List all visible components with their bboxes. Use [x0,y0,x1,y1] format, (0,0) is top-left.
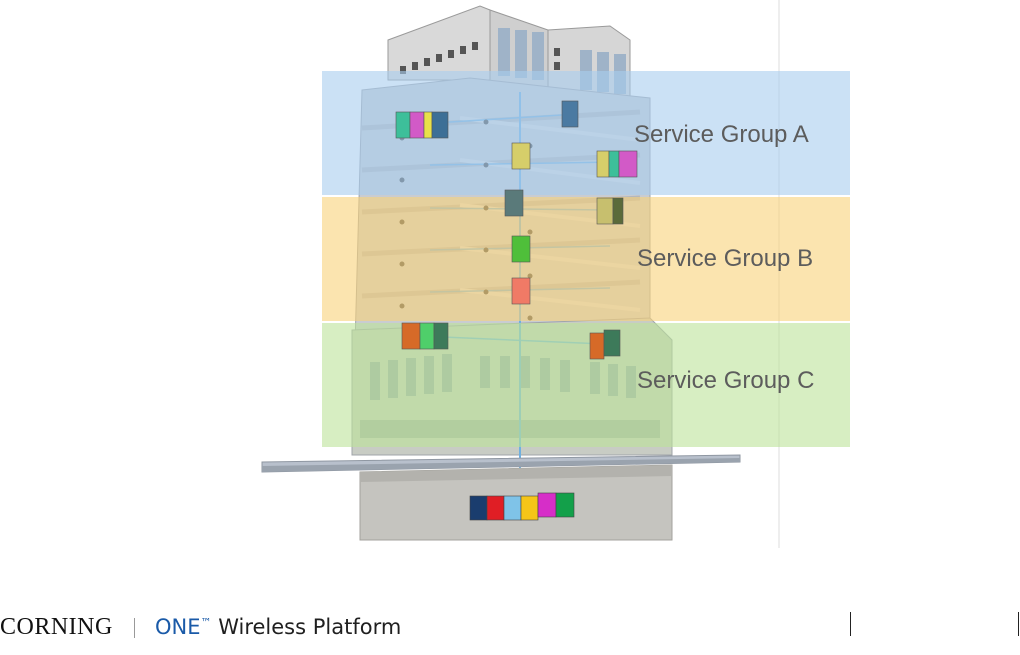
logo-divider [134,618,135,638]
footer: CORNING ONE™ Wireless Platform [0,600,1020,655]
head-end-equipment [470,493,574,520]
product-rest: Wireless Platform [212,615,402,639]
footer-divider-right [1018,612,1019,636]
product-name: ONE™ Wireless Platform [155,615,401,639]
corning-logo: CORNING [0,614,113,641]
footer-divider-left [850,612,851,636]
label-service-group-c: Service Group C [637,367,814,394]
product-one: ONE [155,615,201,639]
trademark-mark: ™ [201,616,212,629]
building-diagram: Service Group A Service Group B Service … [0,0,1020,560]
label-service-group-a: Service Group A [634,121,809,148]
label-service-group-b: Service Group B [637,245,813,272]
